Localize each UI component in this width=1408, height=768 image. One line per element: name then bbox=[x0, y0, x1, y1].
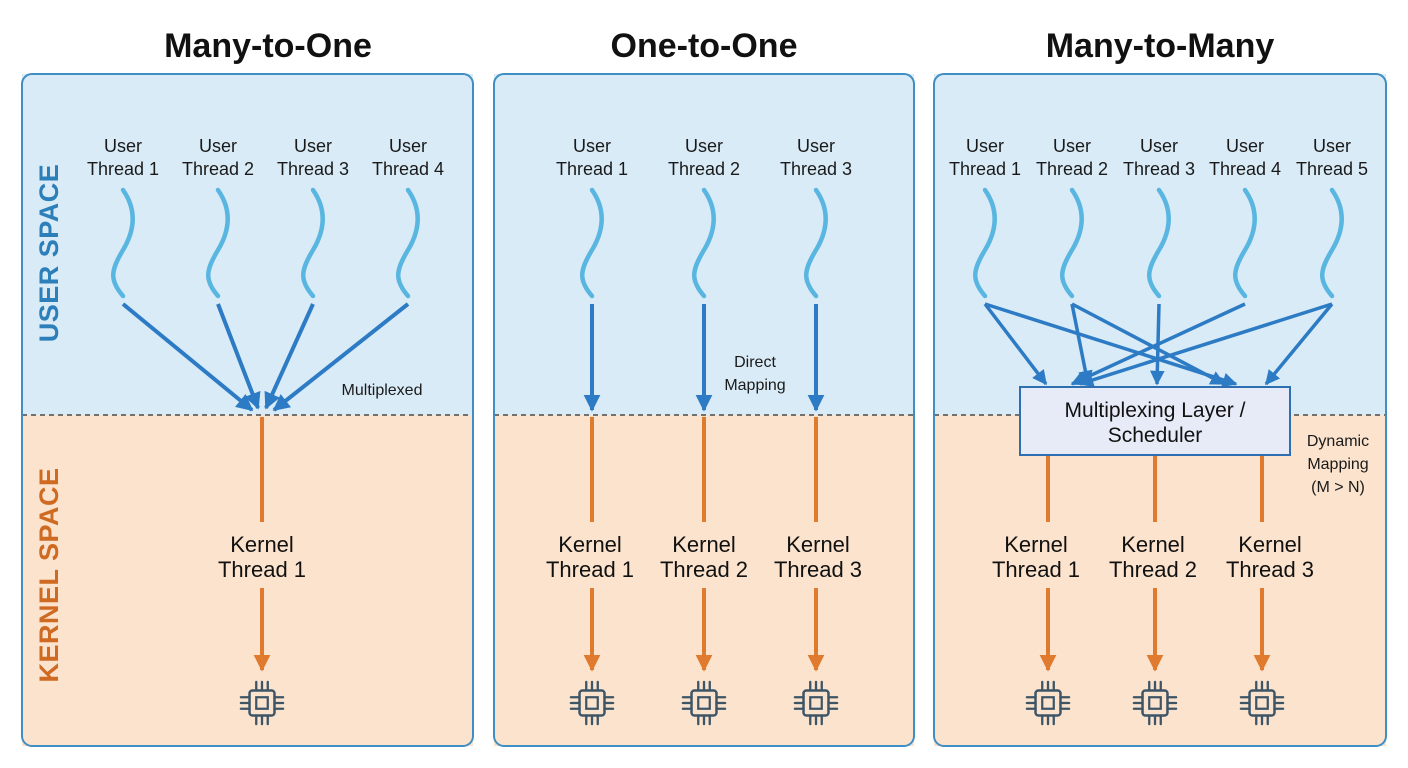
user-thread-label: Thread 2 bbox=[1036, 159, 1108, 179]
user-to-scheduler-arrow bbox=[984, 302, 1238, 387]
user-thread-label: Thread 2 bbox=[668, 159, 740, 179]
kernel-thread-label: Thread 2 bbox=[660, 557, 748, 582]
panel-title: Many-to-Many bbox=[1046, 27, 1275, 65]
user-thread-label: User bbox=[1140, 136, 1178, 156]
user-thread-label: User bbox=[104, 136, 142, 156]
user-to-kernel-arrow bbox=[272, 302, 410, 412]
user-thread-label: User bbox=[1226, 136, 1264, 156]
user-to-kernel-arrow bbox=[216, 303, 261, 410]
user-to-scheduler-arrow bbox=[1071, 302, 1226, 386]
kernel-space-label: KERNEL SPACE bbox=[34, 467, 64, 682]
wavy-thread-icon bbox=[1320, 187, 1344, 299]
user-thread-label: Thread 1 bbox=[556, 159, 628, 179]
wavy-thread-icon bbox=[804, 187, 828, 299]
kernel-thread-label: Thread 1 bbox=[992, 557, 1080, 582]
panel-border bbox=[933, 73, 1387, 747]
user-thread-label: User bbox=[199, 136, 237, 156]
user-thread-label: Thread 3 bbox=[277, 159, 349, 179]
user-to-kernel-arrow bbox=[121, 302, 254, 412]
scheduler-box bbox=[1019, 386, 1291, 456]
user-thread-label: Thread 3 bbox=[1123, 159, 1195, 179]
user-thread-label: User bbox=[1053, 136, 1091, 156]
panel-many-to-many: Many-to-Many User Thread 1 User Thread 2… bbox=[933, 27, 1387, 747]
user-thread-label: Thread 5 bbox=[1296, 159, 1368, 179]
panel-title: One-to-One bbox=[611, 27, 798, 65]
user-thread-label: User bbox=[294, 136, 332, 156]
panel-many-to-one: Many-to-One USER SPACE KERNEL SPACE User… bbox=[21, 27, 474, 747]
kernel-thread-label: Kernel bbox=[786, 532, 850, 557]
user-thread-label: Thread 4 bbox=[372, 159, 444, 179]
user-to-scheduler-arrow bbox=[1070, 303, 1093, 386]
user-thread-label: Thread 4 bbox=[1209, 159, 1281, 179]
kernel-thread-label: Thread 3 bbox=[774, 557, 862, 582]
user-to-scheduler-arrow bbox=[1264, 302, 1334, 386]
mapping-note: Multiplexed bbox=[342, 382, 423, 399]
user-thread-label: User bbox=[573, 136, 611, 156]
user-thread-label: User bbox=[389, 136, 427, 156]
user-to-kernel-arrow bbox=[264, 303, 315, 410]
kernel-thread-label: Kernel bbox=[558, 532, 622, 557]
wavy-thread-icon bbox=[1147, 187, 1171, 299]
kernel-thread-label: Kernel bbox=[1004, 532, 1068, 557]
mapping-note: Mapping bbox=[1307, 456, 1368, 473]
user-thread-label: Thread 1 bbox=[949, 159, 1021, 179]
scheduler-label: Scheduler bbox=[1108, 424, 1203, 447]
mapping-note: Direct bbox=[734, 354, 776, 371]
wavy-thread-icon bbox=[1233, 187, 1257, 299]
user-space-label: USER SPACE bbox=[34, 164, 64, 343]
wavy-thread-icon bbox=[692, 187, 716, 299]
panel-title: Many-to-One bbox=[164, 27, 372, 65]
kernel-thread-label: Thread 1 bbox=[546, 557, 634, 582]
wavy-thread-icon bbox=[580, 187, 604, 299]
kernel-thread-label: Thread 3 bbox=[1226, 557, 1314, 582]
user-thread-label: User bbox=[685, 136, 723, 156]
kernel-thread-label: Thread 2 bbox=[1109, 557, 1197, 582]
user-thread-label: User bbox=[797, 136, 835, 156]
wavy-thread-icon bbox=[111, 187, 135, 299]
user-thread-label: Thread 1 bbox=[87, 159, 159, 179]
kernel-thread-label: Kernel bbox=[230, 532, 294, 557]
user-thread-label: User bbox=[966, 136, 1004, 156]
user-thread-label: Thread 2 bbox=[182, 159, 254, 179]
kernel-thread-label: Kernel bbox=[1121, 532, 1185, 557]
user-to-scheduler-arrow bbox=[983, 302, 1048, 386]
kernel-thread-label: Kernel bbox=[672, 532, 736, 557]
panel-border bbox=[493, 73, 915, 747]
wavy-thread-icon bbox=[1060, 187, 1084, 299]
mapping-note: (M > N) bbox=[1311, 479, 1365, 496]
panel-border bbox=[21, 73, 474, 747]
wavy-thread-icon bbox=[396, 187, 420, 299]
wavy-thread-icon bbox=[301, 187, 325, 299]
user-to-scheduler-arrow bbox=[1078, 302, 1333, 388]
wavy-thread-icon bbox=[973, 187, 997, 299]
user-to-scheduler-arrow bbox=[1070, 302, 1246, 386]
user-thread-label: User bbox=[1313, 136, 1351, 156]
mapping-note: Mapping bbox=[724, 377, 785, 394]
user-thread-label: Thread 3 bbox=[780, 159, 852, 179]
wavy-thread-icon bbox=[206, 187, 230, 299]
kernel-thread-label: Thread 1 bbox=[218, 557, 306, 582]
user-space-region bbox=[22, 74, 473, 415]
mapping-note: Dynamic bbox=[1307, 433, 1369, 450]
kernel-space-region bbox=[22, 415, 473, 746]
kernel-thread-label: Kernel bbox=[1238, 532, 1302, 557]
panel-one-to-one: One-to-One User Thread 1 User Thread 2 U… bbox=[493, 27, 915, 747]
scheduler-label: Multiplexing Layer / bbox=[1065, 399, 1246, 422]
